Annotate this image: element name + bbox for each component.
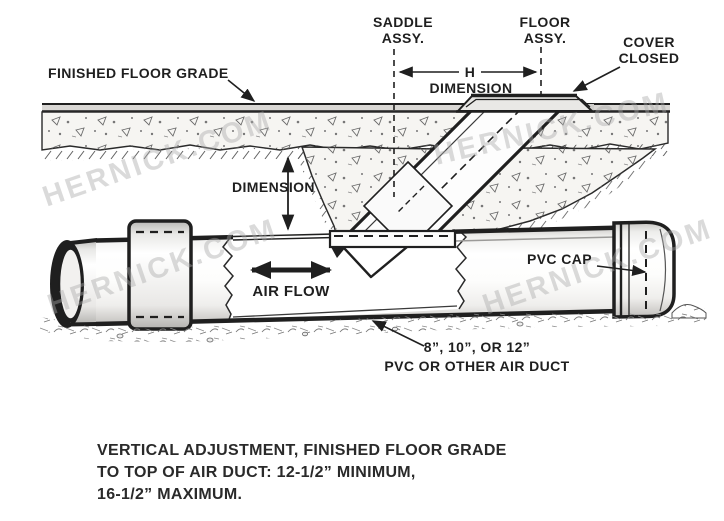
h-dimension-word: DIMENSION [430,80,513,96]
svg-text:ASSY.: ASSY. [524,30,566,46]
vertical-dimension: DIMENSION [232,156,315,231]
saddle-assembly [328,229,457,279]
duct-size-label: 8”, 10”, OR 12” [424,339,530,355]
break-line-left [222,237,234,323]
cover-closed-leader [572,66,621,92]
duct-size-callout: 8”, 10”, OR 12” PVC OR OTHER AIR DUCT [371,320,569,374]
floor-assy-label: FLOOR [520,14,571,30]
pvc-cap-callout: PVC CAP [527,251,647,276]
finished-floor-grade-leader [227,79,256,103]
caption-line-1: VERTICAL ADJUSTMENT, FINISHED FLOOR GRAD… [97,442,507,459]
svg-text:CLOSED: CLOSED [619,50,680,66]
finished-floor-grade-label: FINISHED FLOOR GRADE [48,65,229,81]
callouts: FINISHED FLOOR GRADE SADDLE ASSY. FLOOR … [48,14,679,374]
pipe-cutaway [223,231,466,322]
h-dimension-letter: H [465,64,476,80]
duct-right-wall [426,102,568,244]
cover-closed-label: COVER [623,34,675,50]
floor-cover [455,93,600,113]
saddle-plate [328,229,457,249]
pvc-air-duct [50,219,676,331]
h-dimension: H DIMENSION [398,64,538,96]
pvc-cap-label: PVC CAP [527,251,592,267]
air-flow: AIR FLOW [249,260,333,300]
air-flow-label: AIR FLOW [252,283,330,300]
riser-duct [338,102,568,252]
caption: VERTICAL ADJUSTMENT, FINISHED FLOOR GRAD… [97,442,507,503]
caption-line-2: TO TOP OF AIR DUCT: 12-1/2” MINIMUM, [97,464,416,481]
caption-line-3: 16-1/2” MAXIMUM. [97,486,242,503]
saddle-assy-label: SADDLE [373,14,433,30]
svg-text:PVC OR OTHER AIR DUCT: PVC OR OTHER AIR DUCT [384,358,569,374]
svg-text:ASSY.: ASSY. [382,30,424,46]
vertical-dimension-label: DIMENSION [232,179,315,195]
